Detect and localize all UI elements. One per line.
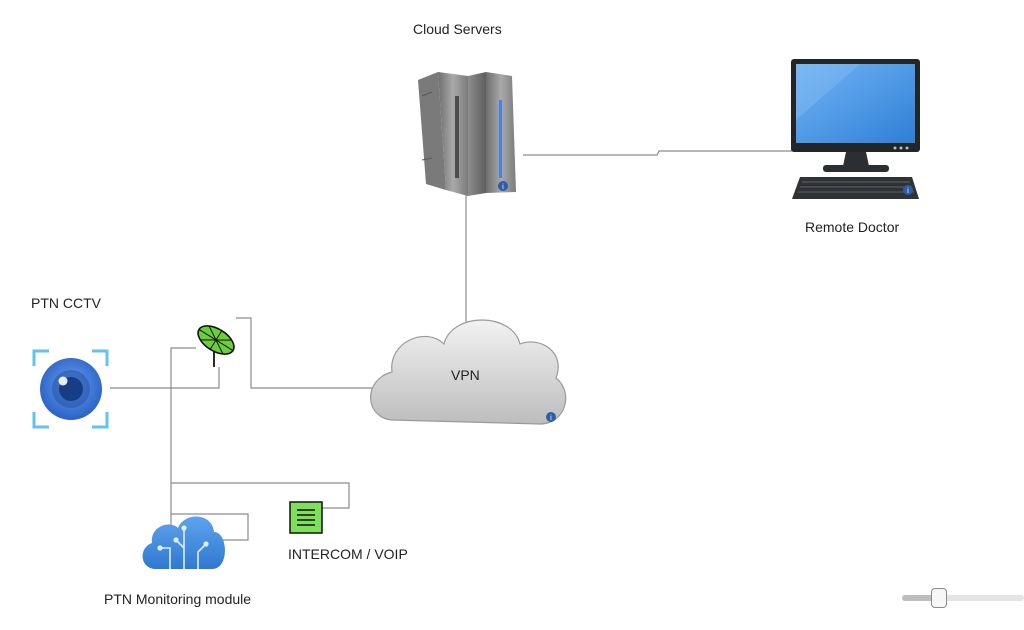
satellite-dish-icon[interactable]	[193, 320, 239, 367]
connector-trunk-monitoring	[171, 513, 249, 541]
remote-doctor-label: Remote Doctor	[805, 219, 900, 235]
info-badge-icon	[498, 181, 508, 191]
camera-lens-icon[interactable]	[32, 349, 109, 429]
info-badge-icon	[546, 412, 556, 422]
connectors	[110, 150, 792, 541]
vpn-label: VPN	[451, 367, 480, 383]
connector-server-doctor	[523, 150, 792, 156]
zoom-slider-thumb[interactable]	[930, 588, 947, 608]
server-rack-icon[interactable]: i	[418, 72, 516, 196]
connector-trunk-intercom	[171, 482, 350, 509]
intercom-icon[interactable]	[289, 501, 323, 534]
connector-antenna-vpn	[236, 317, 372, 389]
zoom-slider-fill	[902, 595, 939, 601]
desktop-computer-icon[interactable]: i	[791, 59, 920, 199]
info-badge-icon	[903, 185, 913, 195]
connector-cctv-antenna	[110, 367, 220, 389]
svg-text:i: i	[907, 187, 909, 195]
cloud-icon[interactable]: i	[370, 319, 567, 425]
zoom-slider[interactable]	[902, 588, 1024, 608]
cloud-circuit-icon[interactable]	[142, 516, 225, 569]
cloud-servers-label: Cloud Servers	[413, 21, 502, 37]
connector-antenna-trunk	[170, 347, 196, 530]
intercom-voip-label: INTERCOM / VOIP	[288, 546, 408, 562]
svg-text:i: i	[502, 183, 504, 191]
ptn-monitoring-label: PTN Monitoring module	[104, 591, 252, 607]
ptn-cctv-label: PTN CCTV	[31, 295, 101, 311]
svg-text:i: i	[550, 414, 552, 422]
